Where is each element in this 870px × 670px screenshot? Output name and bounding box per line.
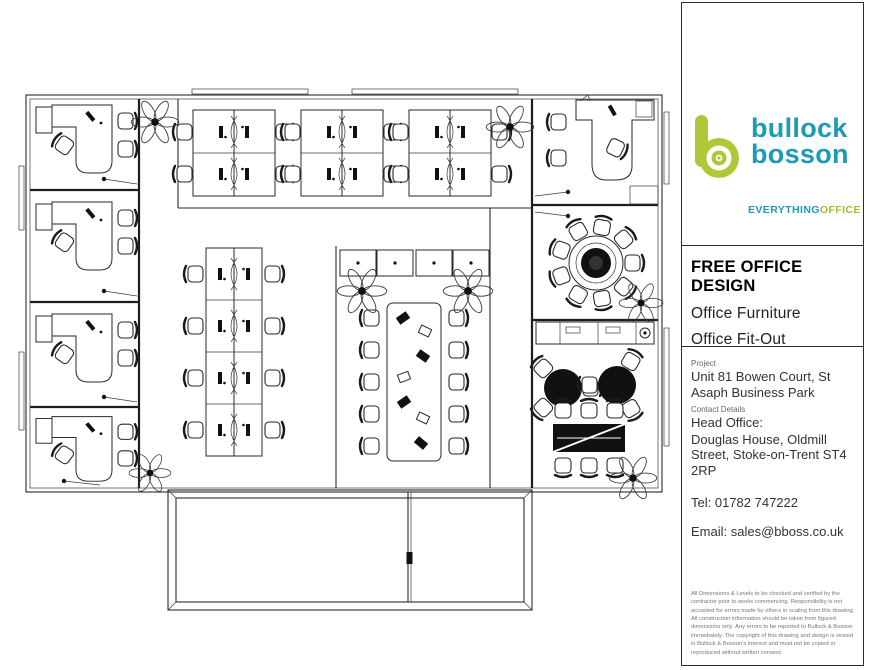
contact-label: Contact Details [691,404,746,414]
brand-name: bullock bosson [751,113,849,169]
interior-walls [30,99,659,488]
services-section: FREE OFFICE DESIGN Office Furniture Offi… [682,246,863,348]
desk-bank-central [182,247,286,457]
brand-tagline: EVERYTHINGOFFICE [748,204,861,216]
service-fitout: Office Fit-Out [691,331,786,348]
private-offices [36,105,137,481]
tagline-office: OFFICE [819,204,861,216]
brand-name-line2: bosson [751,139,849,169]
building-walls [18,88,670,493]
break-room [528,321,655,479]
office-top-right [545,94,655,181]
title-block-panel: bullock bosson EVERYTHINGOFFICE FREE OFF… [681,2,864,666]
services-headline: FREE OFFICE DESIGN [691,258,803,295]
round-table-room [546,213,646,313]
service-furniture: Office Furniture [691,305,801,322]
brand-name-line1: bullock [751,113,848,143]
desk-clusters-top [173,110,511,196]
telephone: Tel: 01782 747222 [691,495,798,511]
project-label: Project [691,359,716,368]
tagline-everything: EVERYTHING [748,204,820,216]
disclaimer-text: All Dimensions & Levels to be checked an… [691,590,855,656]
bullock-bosson-logo-icon [695,115,739,178]
contact-name: Head Office: [691,414,764,430]
boardroom-table [358,302,470,462]
logo-section: bullock bosson EVERYTHINGOFFICE [682,3,863,246]
email: Email: sales@bboss.co.uk [691,524,844,540]
storage-cabinets [339,249,490,277]
entrance-extension [167,489,533,611]
door-swings [61,176,571,486]
contact-address: Douglas House, Oldmill Street, Stoke-on-… [691,431,847,479]
office-floor-plan [18,88,670,611]
project-info-section: Project Unit 81 Bowen Court, St Asaph Bu… [682,347,863,665]
project-value: Unit 81 Bowen Court, St Asaph Business P… [691,369,831,400]
